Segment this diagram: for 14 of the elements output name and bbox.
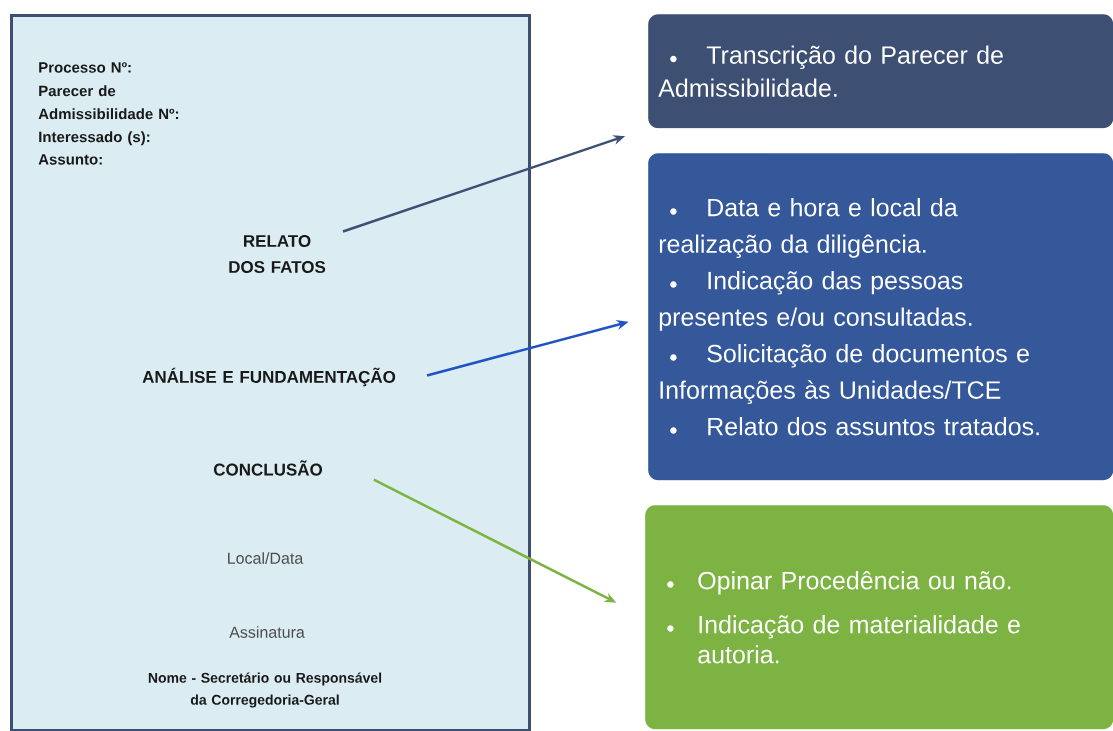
section-heading: RELATO DOS FATOS xyxy=(229,235,326,274)
text-card: Data e hora e local da realização da diligência. Indicação das pessoas presentes e/ou consultadas. Solicitação de documentos e Informações às Unidades/TCE Relato dos assuntos tratados. xyxy=(648,153,1113,481)
text-card: Transcrição do Parecer de Admissibilidade. xyxy=(648,14,1113,129)
form-field-label: Processo Nº: xyxy=(39,62,131,73)
form-field-label: Assunto: xyxy=(38,154,102,165)
section-heading: ANÁLISE E FUNDAMENTAÇÃO xyxy=(142,367,396,387)
field-label: Local/Data xyxy=(228,552,304,564)
form-field-label: Parecer de Admissibilidade Nº: xyxy=(38,85,179,120)
section-heading: CONCLUSÃO xyxy=(213,460,323,476)
form-field-label: Interessado (s): xyxy=(39,131,150,146)
document-panel xyxy=(10,14,531,731)
text-card: Opinar Procedência ou não. Indicação de materialidade e autoria. xyxy=(645,505,1113,730)
field-label: Assinatura xyxy=(229,626,305,638)
signature-line: Nome - Secretário ou Responsável da Corregedoria-Geral xyxy=(148,672,382,708)
